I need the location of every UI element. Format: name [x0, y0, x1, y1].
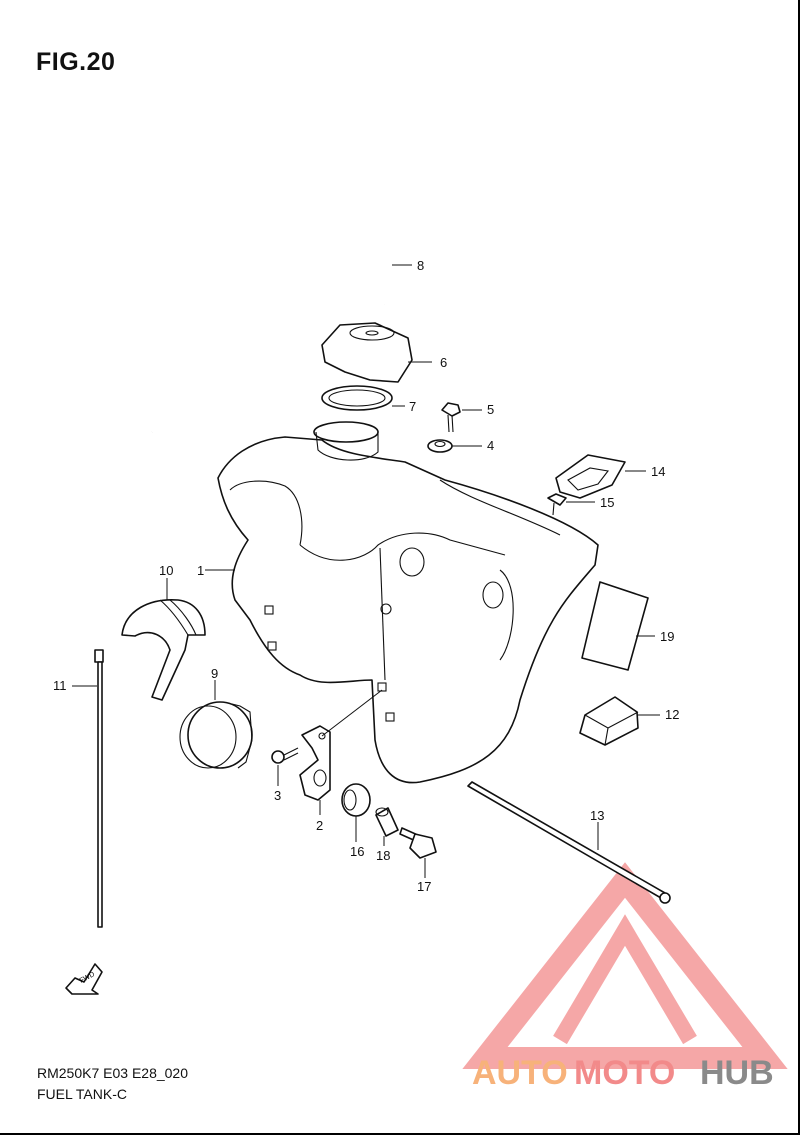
cable-tie-13[interactable] [467, 781, 671, 904]
callout-14: 14 [651, 464, 665, 479]
callout-7: 7 [409, 399, 416, 414]
holder-14[interactable] [555, 454, 626, 499]
hose-band-9[interactable] [179, 701, 253, 769]
callout-15: 15 [600, 495, 614, 510]
fuel-cap[interactable] [321, 322, 413, 383]
grommet-4[interactable] [427, 439, 453, 453]
figure-title: FIG.20 [36, 48, 116, 76]
grommet-16[interactable] [341, 783, 371, 817]
cap-gasket[interactable] [321, 385, 393, 411]
callout-16: 16 [350, 844, 364, 859]
screw-3[interactable] [271, 747, 299, 764]
model-code: RM250K7 E03 E28_020 [37, 1065, 188, 1081]
callout-2: 2 [316, 818, 323, 833]
callout-labels: 1 2 3 4 5 6 7 8 9 10 11 12 13 14 15 16 1… [53, 258, 679, 894]
callout-3: 3 [274, 788, 281, 803]
screw-15[interactable] [547, 493, 567, 516]
watermark-auto: AUTO [472, 1054, 568, 1092]
callout-5: 5 [487, 402, 494, 417]
cable-tie-11[interactable] [94, 649, 104, 928]
collar-18[interactable] [375, 807, 399, 837]
breather-hose[interactable] [150, 137, 390, 433]
callout-6: 6 [440, 355, 447, 370]
callout-19: 19 [660, 629, 674, 644]
callout-17: 17 [417, 879, 431, 894]
bolt-17[interactable] [399, 827, 437, 859]
callout-9: 9 [211, 666, 218, 681]
pad-19[interactable] [581, 581, 649, 671]
watermark-logo [462, 862, 788, 1069]
leader-lines [72, 264, 660, 878]
callout-18: 18 [376, 848, 390, 863]
callout-13: 13 [590, 808, 604, 823]
watermark-text: AUTO MOTO HUB [472, 1054, 774, 1092]
bracket-2[interactable] [299, 725, 331, 801]
section-name: FUEL TANK-C [37, 1086, 127, 1102]
callout-1: 1 [197, 563, 204, 578]
forward-arrow-icon: FWD [65, 963, 103, 995]
watermark-moto: MOTO [574, 1054, 675, 1092]
fuel-tank[interactable] [217, 421, 599, 784]
callout-11: 11 [53, 678, 67, 693]
callout-10: 10 [159, 563, 173, 578]
callout-4: 4 [487, 438, 494, 453]
callout-8: 8 [417, 258, 424, 273]
callout-12: 12 [665, 707, 679, 722]
watermark-hub: HUB [700, 1054, 774, 1092]
screw-5[interactable] [441, 402, 461, 433]
cover-10[interactable] [121, 599, 206, 701]
cushion-12[interactable] [579, 696, 639, 746]
